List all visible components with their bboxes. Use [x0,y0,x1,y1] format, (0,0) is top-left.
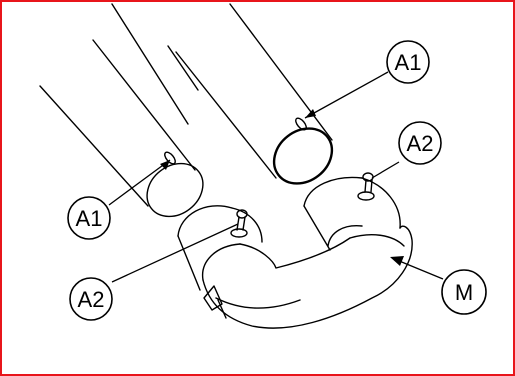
left-tube-end [146,162,204,218]
callout-m: M [441,269,487,315]
callout-a2-right: A2 [398,121,442,165]
arrow-a1-upper [305,109,316,118]
right-tube-slot [295,117,307,131]
right-tube-end [272,127,334,185]
leader-a2-right [371,161,400,179]
svg-text:A1: A1 [395,50,422,75]
leader-a2-left [111,223,239,283]
svg-text:A1: A1 [76,206,103,231]
right-tube [175,3,334,185]
svg-text:A2: A2 [78,287,105,312]
arrow-m [390,256,404,266]
leader-a1-upper [304,71,389,119]
left-tube [39,39,204,218]
connector-m [177,176,413,329]
arrow-a1-lower [160,160,170,170]
callout-a1-lower: A1 [67,196,111,240]
callout-a1-upper: A1 [386,40,430,84]
leader-a1-lower [108,159,171,206]
callout-a2-left: A2 [69,277,113,321]
left-tube-slot [164,151,176,165]
pin-left [230,209,248,238]
upper-middle-tube [111,3,199,125]
svg-text:A2: A2 [407,131,434,156]
svg-text:M: M [455,280,473,305]
pin-right [357,172,375,201]
